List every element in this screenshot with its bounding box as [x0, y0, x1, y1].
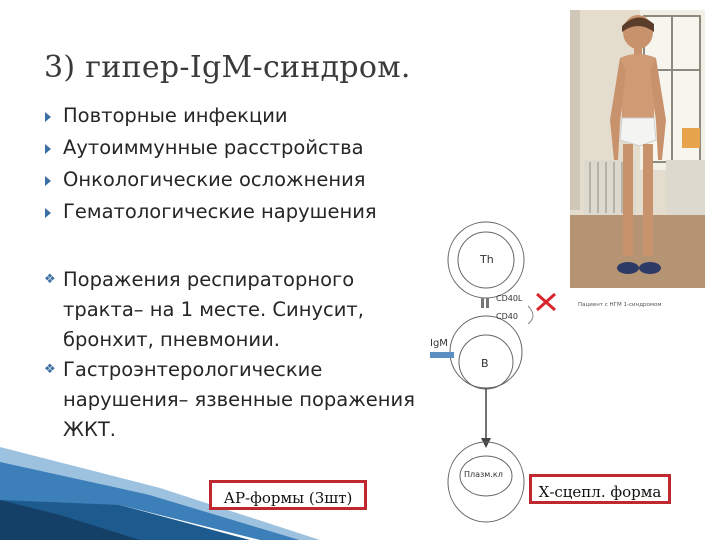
patient-illustration	[570, 10, 705, 288]
b-cell-label: B	[481, 357, 489, 370]
triangle-bullet-icon	[45, 112, 51, 122]
slide-title: 3) гипер-IgM-синдром.	[44, 50, 411, 85]
cd40l-label: CD40L	[496, 294, 523, 303]
igm-label: IgM	[430, 338, 448, 349]
diamond-bullet-icon: ❖	[44, 362, 56, 377]
patient-photo	[570, 10, 705, 288]
diagram-graphics	[430, 221, 556, 523]
primary-bullet-list: Повторные инфекции Аутоиммунные расстрой…	[44, 103, 377, 231]
ar-forms-label: АР-формы (3шт)	[209, 480, 367, 510]
bullet-item: ❖Гастроэнтерологические нарушения– язвен…	[44, 358, 415, 441]
immune-diagram: Th CD40L CD40 IgM B Плазм.кл	[420, 220, 580, 530]
x-linked-form-label: Х-сцепл. форма	[529, 474, 671, 504]
triangle-bullet-icon	[45, 176, 51, 186]
bullet-item: ❖Поражения респираторного тракта– на 1 м…	[44, 268, 364, 351]
bullet-item: Гематологические нарушения	[44, 199, 377, 231]
th-cell-label: Th	[480, 253, 494, 266]
bullet-item: Аутоиммунные расстройства	[44, 135, 377, 167]
red-cross-icon	[536, 292, 556, 312]
bullet-item: Онкологические осложнения	[44, 167, 377, 199]
secondary-bullet-list: ❖Поражения респираторного тракта– на 1 м…	[44, 265, 423, 445]
triangle-bullet-icon	[45, 208, 51, 218]
bullet-item: Повторные инфекции	[44, 103, 377, 135]
diamond-bullet-icon: ❖	[44, 272, 56, 287]
cd40-label: CD40	[496, 312, 518, 321]
plasma-cell-label: Плазм.кл	[464, 470, 503, 479]
photo-caption: Пациент с НГМ 1-синдромом	[578, 302, 662, 308]
triangle-bullet-icon	[45, 144, 51, 154]
